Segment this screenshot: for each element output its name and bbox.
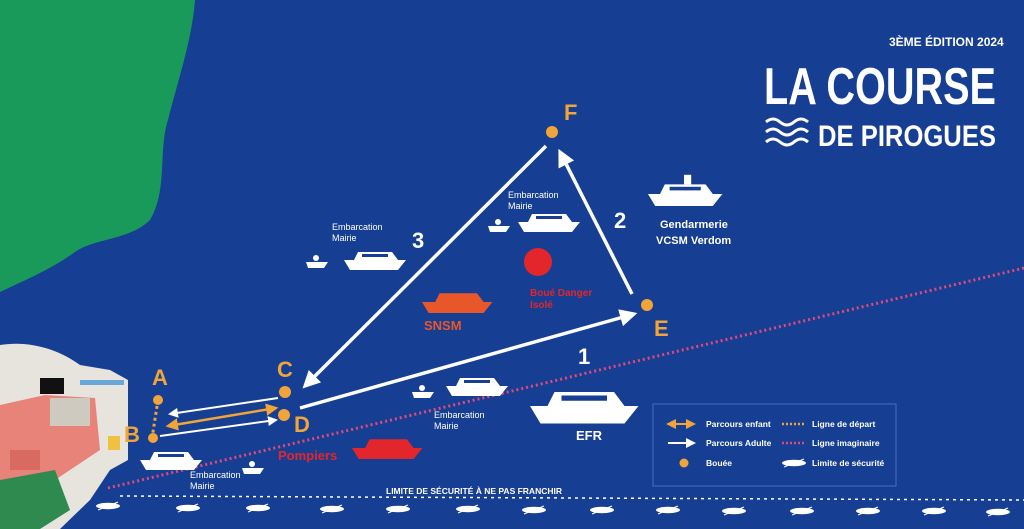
legend: Parcours enfant Parcours Adulte Bouée Li… — [652, 403, 897, 487]
safety-limit-line — [119, 495, 1024, 501]
embarcation-left-jetski-icon — [306, 255, 328, 268]
gendarmerie-label-2: VCSM Verdom — [656, 235, 731, 247]
green-coastline — [0, 0, 195, 292]
embarcation-bottom-label-2: Mairie — [190, 481, 215, 491]
embarcation-bottom-yacht-icon — [140, 452, 202, 470]
buoy-b-marker — [148, 433, 158, 443]
embarcation-mid-jetski-icon — [412, 385, 434, 398]
gendarmerie-label-1: Gendarmerie — [660, 219, 728, 231]
gendarmerie-boat-icon — [648, 174, 723, 206]
course-leg-2 — [558, 148, 634, 295]
buoy-d-marker — [278, 409, 290, 421]
legend-imaginary-line-label: Ligne imaginaire — [812, 438, 880, 448]
legend-safety-limit-label: Limite de sécurité — [812, 458, 885, 468]
embarcation-mid-label-1: Embarcation — [434, 410, 485, 420]
legend-start-line-label: Ligne de départ — [812, 419, 875, 429]
logo-title-line2: DE PIROGUES — [818, 120, 996, 153]
snsm-boat-icon — [422, 293, 493, 313]
embarcation-left-yacht-icon — [344, 252, 406, 270]
buoy-e-marker — [641, 299, 653, 311]
harbour-area — [0, 343, 128, 529]
course-leg-3 — [302, 144, 548, 389]
course-leg-1 — [299, 309, 638, 410]
buoy-c-label: C — [277, 357, 293, 382]
legend-safety-limit-icon — [781, 458, 807, 468]
buoy-e-label: E — [654, 316, 669, 341]
buoy-d-label: D — [294, 412, 310, 437]
embarcation-top-jetski-icon — [488, 219, 510, 232]
efr-label: EFR — [576, 428, 603, 443]
course-number-3: 3 — [412, 228, 424, 253]
embarcation-bottom-jetski-icon — [242, 461, 264, 474]
embarcation-mid-yacht-icon — [446, 378, 508, 396]
logo-title-line1: LA COURSE — [764, 58, 996, 116]
danger-buoy-label-1: Boué Danger — [530, 288, 592, 299]
embarcation-top-yacht-icon — [518, 214, 580, 232]
buoy-a-marker — [153, 395, 163, 405]
buoy-markers — [148, 126, 653, 443]
pompiers-boat-icon — [352, 439, 423, 459]
canoe-icons — [95, 501, 1011, 517]
danger-buoy-label-2: Isolé — [530, 300, 553, 311]
buoy-c-marker — [279, 386, 291, 398]
adult-course-arrow-bd — [159, 416, 278, 437]
waves-icon — [765, 117, 809, 147]
course-number-1: 1 — [578, 344, 590, 369]
embarcation-left-label-1: Embarcation — [332, 222, 383, 232]
efr-boat-icon — [530, 392, 639, 424]
child-course-arrow — [165, 403, 279, 431]
pompiers-label: Pompiers — [278, 448, 337, 463]
event-logo: 3ÈME ÉDITION 2024 LA COURSE DE PIROGUES — [764, 34, 1004, 153]
buoy-f-marker — [546, 126, 558, 138]
imaginary-line — [107, 266, 1024, 490]
snsm-label: SNSM — [424, 318, 462, 333]
course-number-2: 2 — [614, 208, 626, 233]
embarcation-mid-label-2: Mairie — [434, 421, 459, 431]
start-line — [150, 399, 160, 439]
adult-course-arrow-bc — [168, 397, 279, 418]
safety-limit-label: LIMITE DE SÉCURITÉ À NE PAS FRANCHIR — [386, 486, 562, 496]
logo-edition: 3ÈME ÉDITION 2024 — [889, 34, 1004, 49]
legend-adult-course-label: Parcours Adulte — [706, 438, 772, 448]
danger-buoy-icon — [524, 248, 552, 276]
embarcation-top-label-2: Mairie — [508, 201, 533, 211]
embarcation-bottom-label-1: Embarcation — [190, 470, 241, 480]
legend-buoy-label: Bouée — [706, 458, 732, 468]
embarcation-top-label-1: Embarcation — [508, 190, 559, 200]
legend-buoy-icon — [679, 458, 689, 468]
embarcation-left-label-2: Mairie — [332, 233, 357, 243]
buoy-a-label: A — [152, 365, 168, 390]
buoy-f-label: F — [564, 100, 577, 125]
legend-child-course-label: Parcours enfant — [706, 419, 771, 429]
buoy-b-label: B — [124, 422, 140, 447]
